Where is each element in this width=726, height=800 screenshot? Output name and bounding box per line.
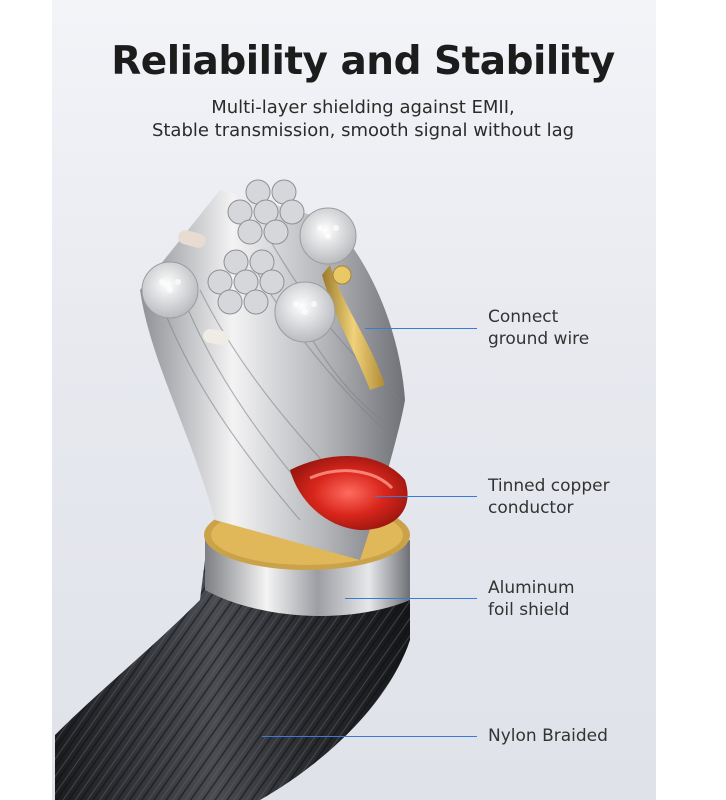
callout-ground-wire-line1: Connect — [488, 307, 559, 327]
callout-nylon-braid-line1: Nylon Braided — [488, 726, 608, 746]
callout-line-foil-shield — [345, 598, 477, 599]
callout-foil-shield-line1: Aluminum — [488, 578, 575, 598]
callout-foil-shield-line2: foil shield — [488, 600, 570, 620]
subtitle-line-2: Stable transmission, smooth signal witho… — [151, 120, 575, 141]
callout-conductor-line1: Tinned copper — [488, 476, 610, 496]
callout-ground-wire: Connect ground wire — [488, 306, 589, 350]
callout-line-nylon-braid — [262, 736, 477, 737]
callout-conductor: Tinned copper conductor — [488, 475, 610, 519]
page-title: Reliability and Stability — [111, 39, 615, 84]
callout-ground-wire-line2: ground wire — [488, 329, 590, 349]
subtitle-line-1: Multi-layer shielding against EMII, — [211, 97, 515, 118]
callout-line-ground-wire — [365, 328, 477, 329]
callout-nylon-braid: Nylon Braided — [488, 725, 608, 747]
callout-foil-shield: Aluminum foil shield — [488, 577, 575, 621]
callout-line-conductor — [375, 496, 477, 497]
callout-conductor-line2: conductor — [488, 498, 574, 518]
